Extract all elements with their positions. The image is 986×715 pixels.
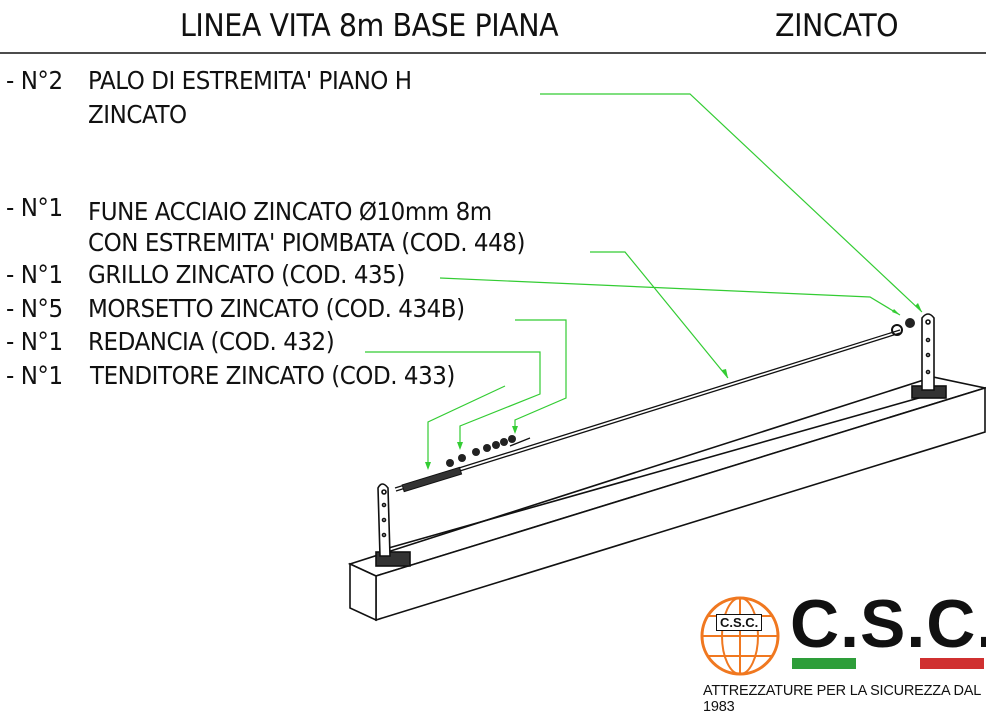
part-qty: - N°2 bbox=[6, 66, 63, 95]
part-qty: - N°1 bbox=[6, 193, 63, 222]
globe-logo bbox=[700, 596, 780, 676]
cable-clamps bbox=[446, 318, 915, 467]
leader-lines bbox=[365, 93, 923, 468]
part-desc: FUNE ACCIAIO ZINCATO Ø10mm 8m bbox=[88, 197, 492, 226]
steel-cable bbox=[394, 329, 901, 492]
part-desc: CON ESTREMITA' PIOMBATA (COD. 448) bbox=[88, 228, 525, 257]
finish-label: ZINCATO bbox=[775, 8, 899, 44]
part-desc: TENDITORE ZINCATO (COD. 433) bbox=[90, 361, 455, 390]
left-post bbox=[375, 483, 411, 567]
right-post bbox=[911, 313, 947, 399]
part-desc: MORSETTO ZINCATO (COD. 434B) bbox=[88, 294, 465, 323]
part-desc: GRILLO ZINCATO (COD. 435) bbox=[88, 260, 405, 289]
part-qty: - N°1 bbox=[6, 361, 63, 390]
part-desc: ZINCATO bbox=[88, 100, 187, 129]
part-qty: - N°5 bbox=[6, 294, 63, 323]
beam bbox=[347, 376, 986, 622]
company-tagline: ATTREZZATURE PER LA SICUREZZA DAL 1983 bbox=[703, 683, 981, 715]
part-desc: REDANCIA (COD. 432) bbox=[88, 327, 335, 356]
part-desc: PALO DI ESTREMITA' PIANO H bbox=[88, 66, 412, 95]
part-qty: - N°1 bbox=[6, 327, 63, 356]
part-qty: - N°1 bbox=[6, 260, 63, 289]
flag-red-bar bbox=[920, 658, 984, 669]
flag-green-bar bbox=[792, 658, 856, 669]
company-logo: C.S.C. bbox=[790, 586, 986, 662]
turnbuckle bbox=[401, 466, 463, 493]
logo-badge: C.S.C. bbox=[716, 614, 763, 631]
lifeline-drawing bbox=[0, 52, 986, 676]
leader-arrowheads bbox=[425, 303, 922, 470]
drawing-title: LINEA VITA 8m BASE PIANA bbox=[180, 8, 559, 44]
